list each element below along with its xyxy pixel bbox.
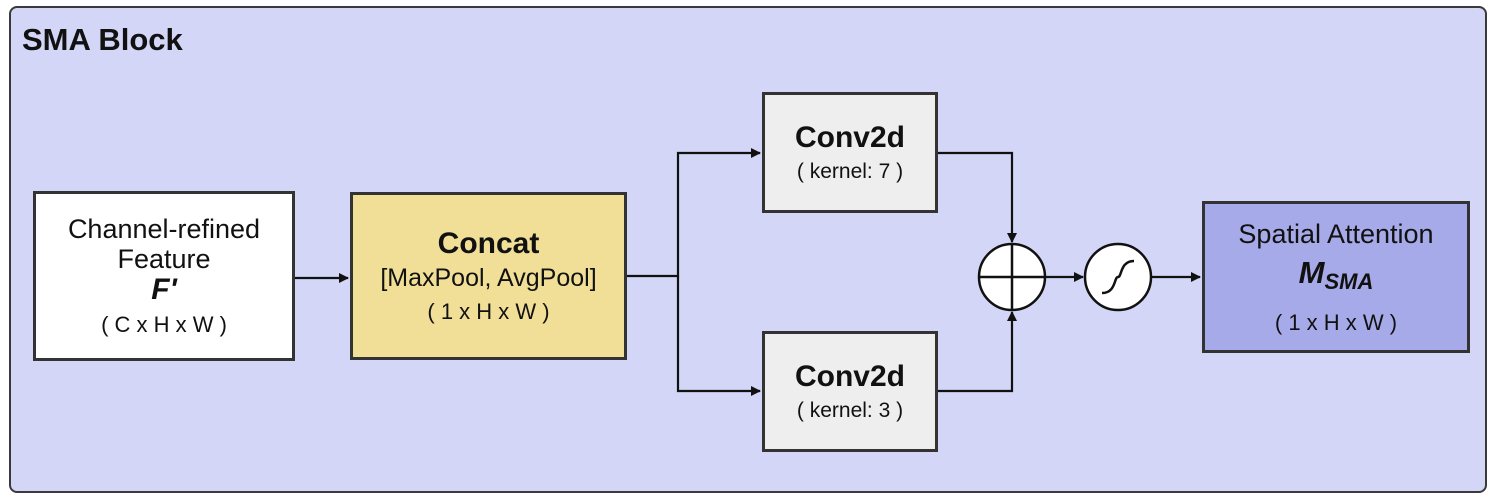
- concat-title: Concat: [437, 227, 540, 260]
- concat-box: Concat [MaxPool, AvgPool] ( 1 x H x W ): [350, 192, 627, 360]
- sigmoid-icon: [1083, 242, 1153, 312]
- conv-bottom-title: Conv2d: [794, 359, 905, 393]
- output-symbol: MSMA: [1299, 253, 1374, 302]
- output-shape: ( 1 x H x W ): [1274, 309, 1398, 335]
- concat-ops: [MaxPool, AvgPool]: [380, 264, 597, 292]
- conv-top-kernel: ( kernel: 7 ): [796, 159, 904, 183]
- input-symbol: F': [151, 273, 177, 306]
- spatial-attention-box: Spatial Attention MSMA ( 1 x H x W ): [1202, 201, 1470, 353]
- output-symbol-main: M: [1298, 254, 1325, 290]
- concat-shape: ( 1 x H x W ): [427, 299, 550, 324]
- conv2d-bottom-box: Conv2d ( kernel: 3 ): [762, 331, 938, 452]
- arrow-concat-to-conv-bottom: [676, 276, 761, 396]
- input-feature-box: Channel-refined Feature F' ( C x H x W ): [33, 191, 295, 361]
- output-symbol-sub: SMA: [1324, 268, 1374, 294]
- input-shape: ( C x H x W ): [101, 312, 227, 337]
- arrow-conv-bottom-to-add: [938, 311, 1017, 393]
- input-label-line1: Channel-refined: [67, 214, 261, 244]
- input-label-line2: Feature: [117, 244, 211, 274]
- output-title: Spatial Attention: [1238, 218, 1434, 249]
- conv2d-top-box: Conv2d ( kernel: 7 ): [762, 92, 938, 213]
- circle-plus-icon: [977, 242, 1047, 312]
- arrow-conv-top-to-add: [938, 151, 1017, 243]
- conv-top-title: Conv2d: [794, 120, 905, 154]
- conv-bottom-kernel: ( kernel: 3 ): [796, 398, 904, 422]
- arrow-concat-to-conv-top: [627, 148, 761, 278]
- block-title: SMA Block: [22, 22, 183, 57]
